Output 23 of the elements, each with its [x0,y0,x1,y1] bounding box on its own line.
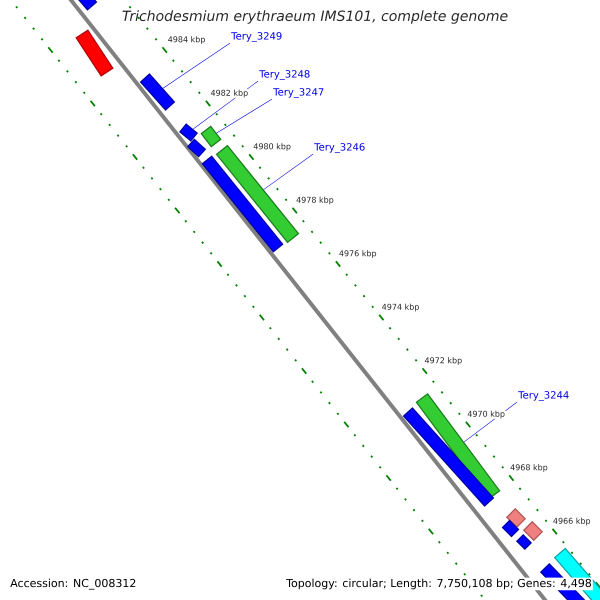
gene-label: Tery_3247 [273,88,324,98]
scale-label: 4984 kbp [167,36,206,44]
scale-label: 4980 kbp [252,142,292,152]
leader-line [162,42,230,89]
scale-label: 4978 kbp [296,196,334,205]
footer-text: Accession: NC_008312 [10,578,136,590]
scale-label: 4976 kbp [338,250,378,258]
scale-label: 4974 kbp [381,303,420,312]
gene-bar [140,73,176,111]
scale-label: 4970 kbp [466,410,506,419]
footer-text: Topology: circular; Length: 7,750,108 bp; Genes: 4,498 [285,578,593,590]
scale-label: 4982 kbp [210,89,249,98]
title: Trichodesmium erythraeum IMS101, complete genome [122,10,508,24]
gene-label: Tery_3246 [314,143,365,153]
gene-label: Tery_3244 [518,391,569,401]
scale-label: 4968 kbp [510,464,548,472]
gene-label: Tery_3248 [259,70,310,80]
leader-line [216,98,272,134]
scale-label: 4966 kbp [552,517,592,526]
leader-line [263,154,314,190]
gene-label: Tery_3249 [231,32,282,42]
scale-label: 4972 kbp [424,356,463,366]
gene-bar [502,520,520,538]
